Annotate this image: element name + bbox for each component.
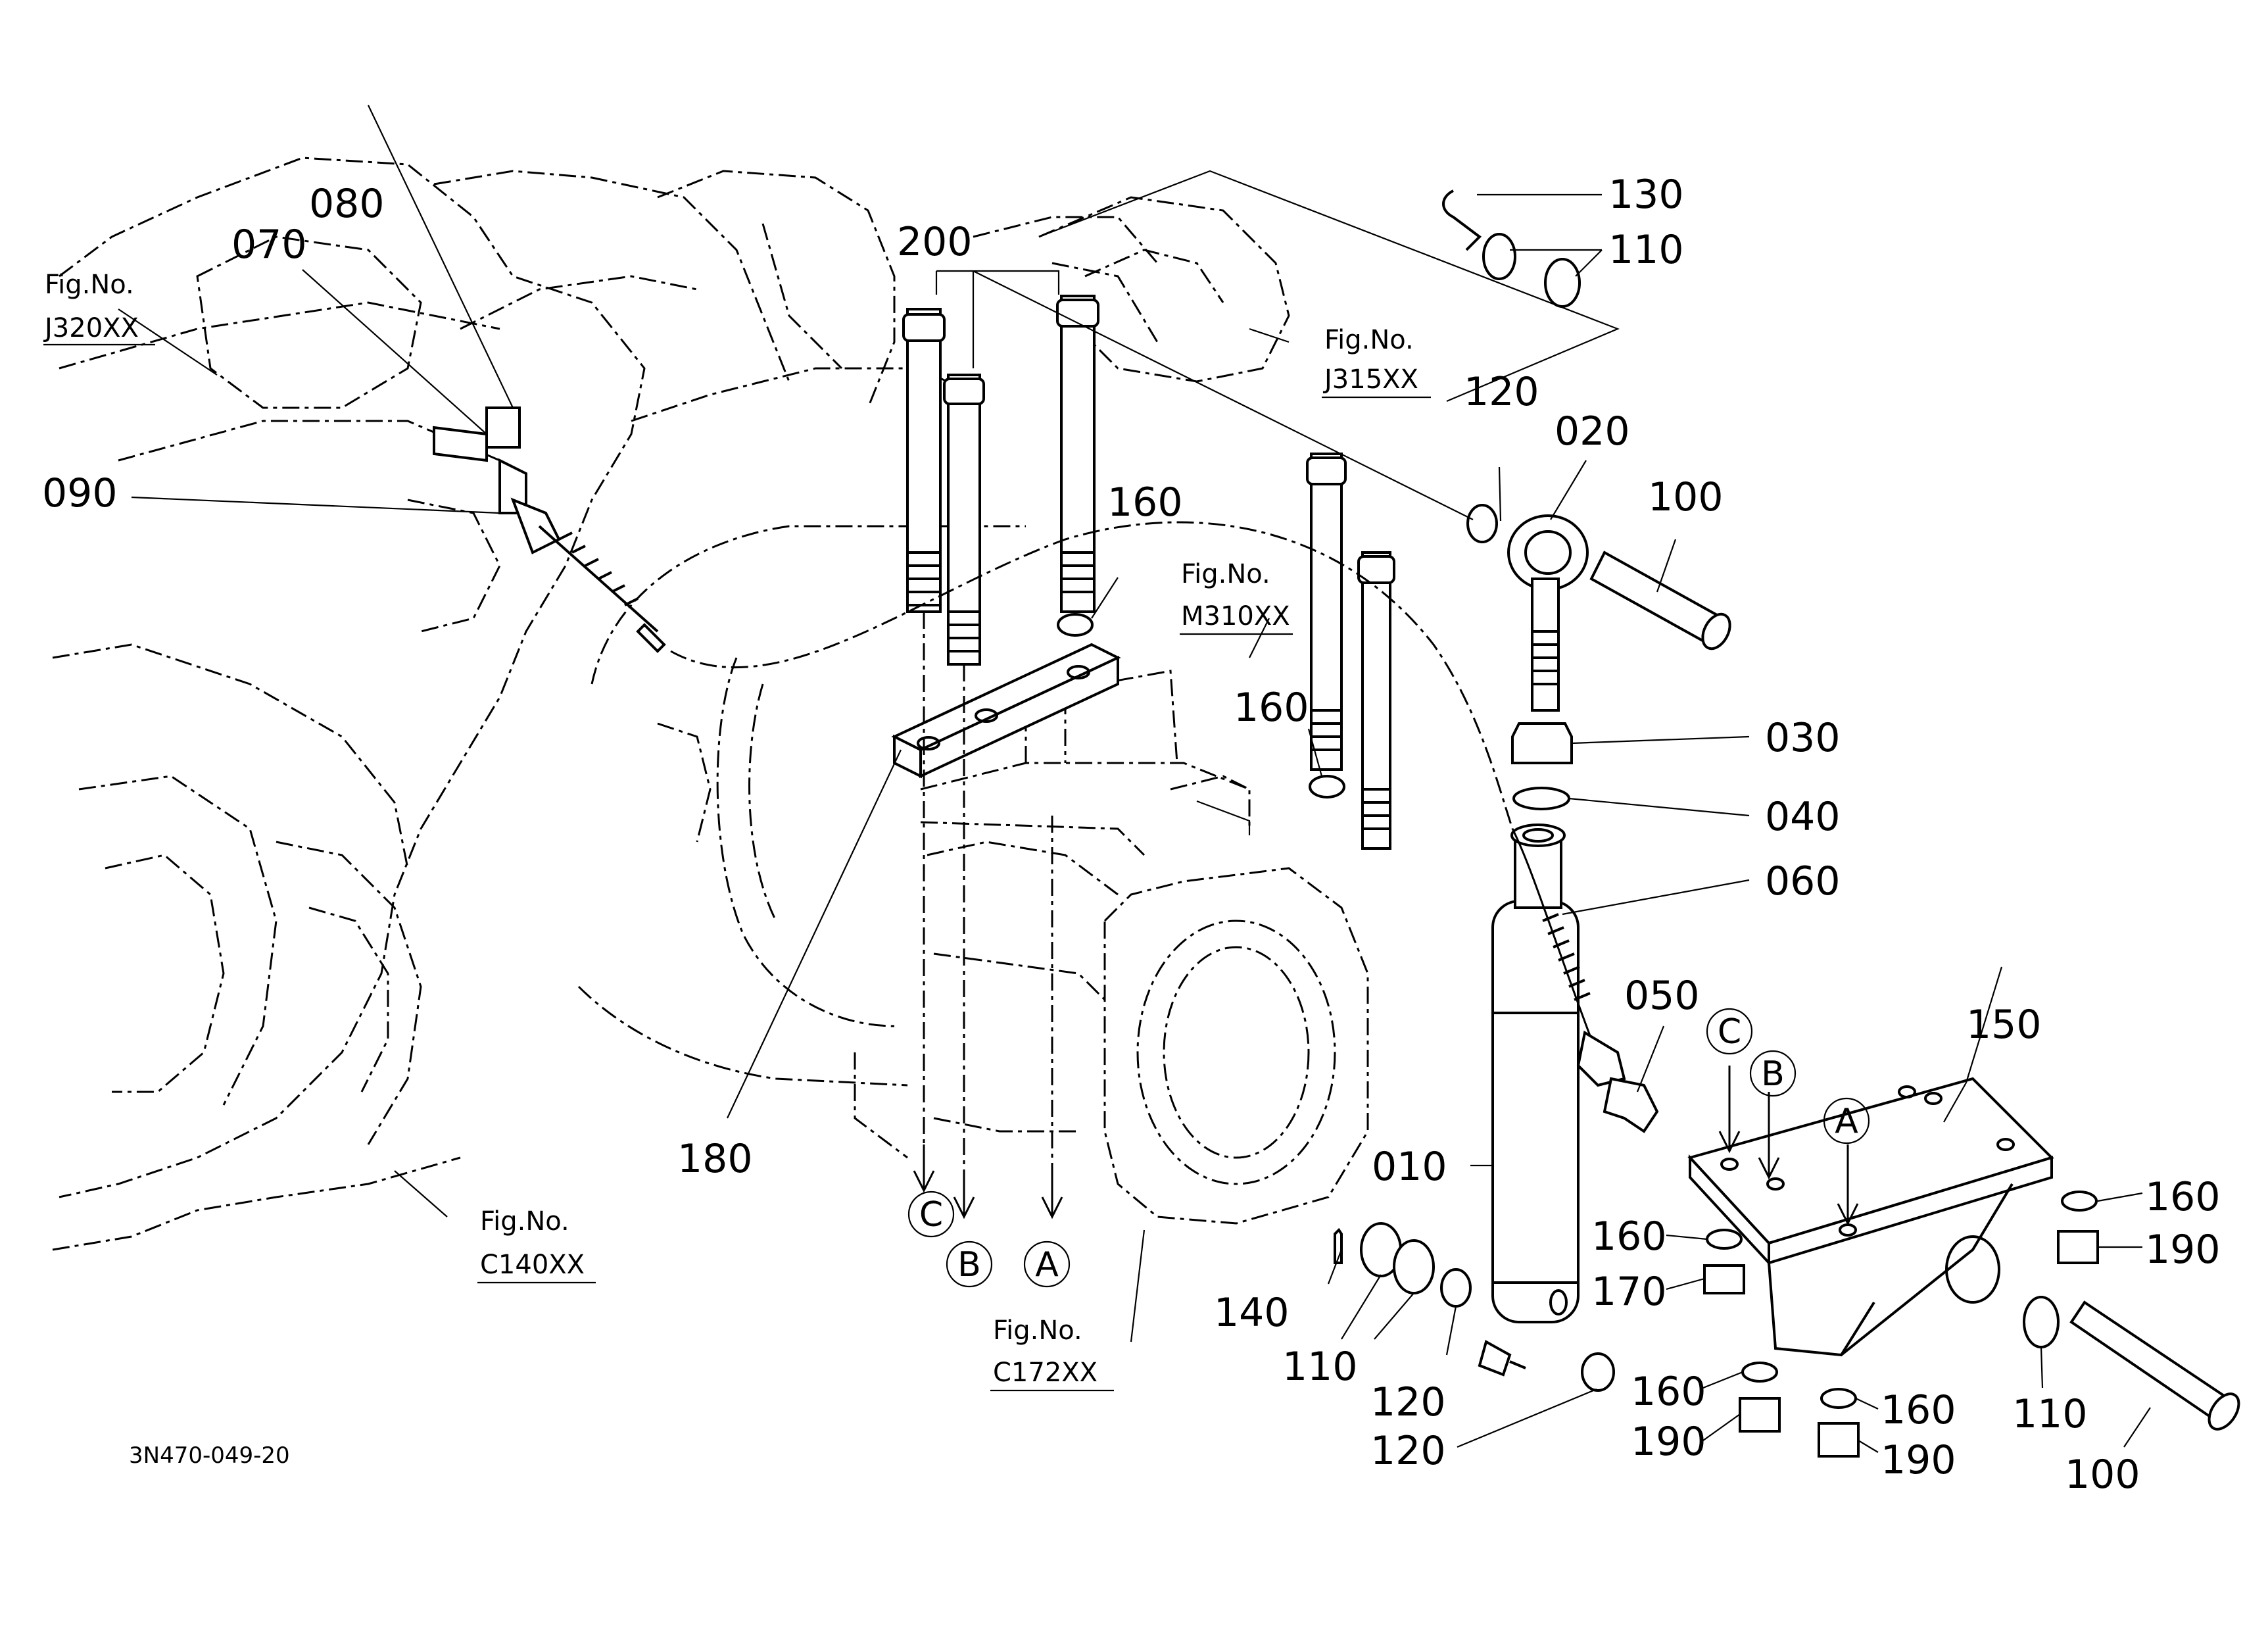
callout-140: 140	[1214, 1290, 1290, 1336]
left-fittings	[433, 406, 666, 653]
callout-100-lower: 100	[2065, 1452, 2140, 1498]
washer-160-r4	[1820, 1388, 1857, 1409]
svg-text:C: C	[919, 1195, 943, 1235]
callout-160-r1: 160	[2145, 1174, 2221, 1220]
callout-040: 040	[1765, 794, 1841, 840]
callout-170: 170	[1591, 1269, 1667, 1315]
washer-160-r2	[1706, 1229, 1743, 1250]
marker-b-bottom: B	[946, 1241, 993, 1288]
washer-160-r1	[2061, 1191, 2098, 1212]
callout-120-lower: 120	[1370, 1428, 1446, 1474]
svg-text:C: C	[1718, 1012, 1741, 1052]
callout-labels: 130 110 200 120 020 100 160 160 030 040 …	[42, 172, 2221, 1498]
nut-170	[1703, 1264, 1745, 1294]
washer-110-l2	[1393, 1239, 1435, 1294]
fig-ref-j315xx: Fig.No. J315XX	[1322, 325, 1431, 399]
callout-110-lower-right: 110	[2012, 1391, 2088, 1437]
callout-200: 200	[897, 219, 973, 265]
svg-text:Fig.No.: Fig.No.	[480, 1206, 569, 1237]
drawing-code: 3N470-049-20	[129, 1442, 290, 1469]
callout-020: 020	[1555, 408, 1630, 455]
pin-100-upper	[1589, 551, 1731, 651]
washer-040	[1512, 787, 1570, 810]
callout-090: 090	[42, 470, 118, 516]
cotter-pin-140	[1334, 1227, 1343, 1264]
washer-160-r3	[1741, 1362, 1778, 1383]
marker-b-top: B	[1749, 1050, 1797, 1097]
svg-text:C172XX: C172XX	[993, 1358, 1098, 1388]
washer-110-t2	[1544, 258, 1581, 308]
svg-text:C140XX: C140XX	[480, 1250, 585, 1280]
svg-text:Fig.No.: Fig.No.	[1324, 325, 1414, 355]
callout-160-r4: 160	[1881, 1387, 1956, 1433]
svg-text:Fig.No.: Fig.No.	[45, 270, 134, 300]
pin-100-lower	[2069, 1300, 2240, 1431]
fig-ref-j320xx: Fig.No. J320XX	[43, 270, 155, 346]
callout-150: 150	[1966, 1002, 2042, 1048]
callout-130: 130	[1608, 172, 1684, 218]
svg-text:Fig.No.: Fig.No.	[1181, 559, 1270, 589]
callout-190-r3: 190	[1881, 1437, 1956, 1483]
rod-end-020	[1507, 514, 1589, 712]
callout-190-r1: 190	[2145, 1227, 2221, 1273]
svg-text:M310XX: M310XX	[1181, 601, 1290, 631]
callout-180: 180	[677, 1136, 753, 1182]
callout-030: 030	[1765, 715, 1841, 761]
callout-160-r3: 160	[1631, 1369, 1706, 1415]
nut-190-r1	[2057, 1230, 2099, 1264]
marker-a-top: A	[1823, 1097, 1870, 1144]
washer-110-t1	[1482, 233, 1516, 280]
nut-190-r3	[1818, 1422, 1860, 1458]
callout-110-lower-left: 110	[1282, 1344, 1358, 1390]
washer-160-mid	[1309, 775, 1345, 799]
callout-080: 080	[309, 181, 385, 227]
washer-120-t	[1466, 504, 1498, 543]
callout-160-top: 160	[1107, 479, 1183, 526]
callout-120-lower-left: 120	[1370, 1379, 1446, 1425]
marker-c-bottom: C	[907, 1191, 955, 1238]
washer-110-r	[2023, 1296, 2060, 1348]
r-clip-130	[1442, 189, 1482, 251]
fig-ref-c140xx: Fig.No. C140XX	[477, 1206, 596, 1284]
svg-text:B: B	[957, 1245, 981, 1285]
svg-text:A: A	[1035, 1245, 1059, 1285]
callout-190-r2: 190	[1631, 1419, 1706, 1465]
nut-190-r2	[1739, 1397, 1781, 1433]
fig-ref-c172xx: Fig.No. C172XX	[990, 1315, 1114, 1392]
callout-110-top: 110	[1608, 227, 1684, 273]
callout-120-top: 120	[1464, 369, 1539, 415]
callout-050: 050	[1624, 973, 1700, 1019]
svg-text:A: A	[1835, 1102, 1858, 1141]
svg-text:J320XX: J320XX	[43, 313, 139, 343]
leader-lines	[118, 105, 2151, 1453]
hydraulic-cylinder-010	[1478, 823, 1580, 1377]
fig-ref-m310xx: Fig.No. M310XX	[1180, 559, 1293, 635]
svg-text:B: B	[1761, 1054, 1785, 1094]
marker-a-bottom: A	[1023, 1241, 1071, 1288]
callout-160-mid: 160	[1234, 685, 1309, 731]
washer-120-r	[1581, 1352, 1615, 1392]
callout-010: 010	[1372, 1144, 1447, 1190]
transmission-housing	[52, 157, 1369, 1251]
washer-160-upper	[1057, 613, 1094, 637]
callout-100-top: 100	[1648, 474, 1724, 520]
support-bracket-150	[1687, 1077, 2054, 1357]
elbow-fitting-050	[1603, 1077, 1659, 1133]
bolt-200-group	[902, 295, 1395, 850]
callout-060: 060	[1765, 858, 1841, 904]
callout-160-r2: 160	[1591, 1214, 1667, 1260]
bracket-plate-180	[891, 643, 1121, 779]
nut-030	[1511, 722, 1573, 764]
svg-text:Fig.No.: Fig.No.	[993, 1315, 1082, 1346]
washer-120-l	[1440, 1268, 1472, 1308]
marker-c-top: C	[1706, 1008, 1753, 1055]
callout-070: 070	[231, 222, 307, 268]
svg-text:J315XX: J315XX	[1322, 364, 1418, 395]
